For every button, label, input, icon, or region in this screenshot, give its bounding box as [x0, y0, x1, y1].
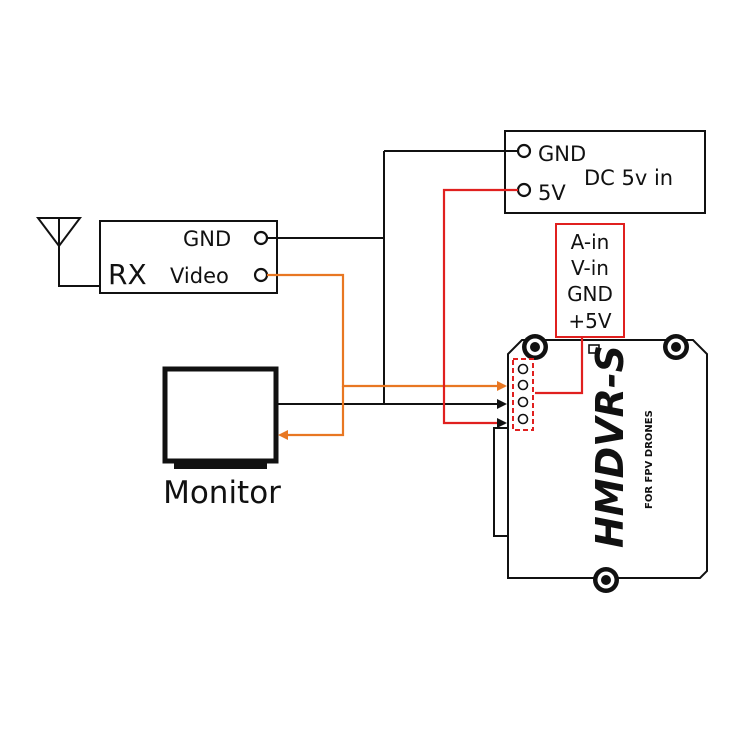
pinout-gnd: GND [567, 282, 613, 306]
dvr-tagline: FOR FPV DRONES [644, 410, 655, 509]
dvr-brand-logo: HMDVR-S [588, 345, 632, 548]
power-module-label: DC 5v in [584, 166, 673, 190]
rx-gnd-terminal [253, 230, 269, 246]
power-5v-pin-label: 5V [538, 181, 566, 205]
power-gnd-terminal [516, 143, 532, 159]
pinout-a-in: A-in [571, 230, 610, 254]
header-pins [512, 358, 534, 431]
monitor-label: Monitor [163, 475, 281, 511]
power-5v-terminal [516, 182, 532, 198]
rx-module: RX GND Video [99, 220, 278, 294]
pinout-5v: +5V [568, 309, 611, 333]
power-wires [442, 188, 584, 428]
ground-wires [267, 150, 518, 409]
antenna-icon [36, 217, 100, 287]
power-module: GND 5V DC 5v in [504, 130, 706, 214]
mounting-hole-bottom [593, 567, 619, 593]
rx-video-terminal [253, 267, 269, 283]
rx-label: RX [108, 258, 147, 291]
pinout-box: A-in V-in GND +5V [555, 223, 625, 338]
video-wires [267, 273, 507, 440]
dvr-board: HMDVR-S FOR FPV DRONES [493, 334, 708, 593]
monitor: Monitor [162, 366, 281, 511]
mounting-hole-top-right [663, 334, 689, 360]
rx-video-pin-label: Video [170, 264, 229, 288]
mounting-hole-top-left [522, 334, 548, 360]
pinout-v-in: V-in [571, 256, 609, 280]
rx-gnd-pin-label: GND [183, 227, 231, 251]
power-gnd-pin-label: GND [538, 142, 586, 166]
